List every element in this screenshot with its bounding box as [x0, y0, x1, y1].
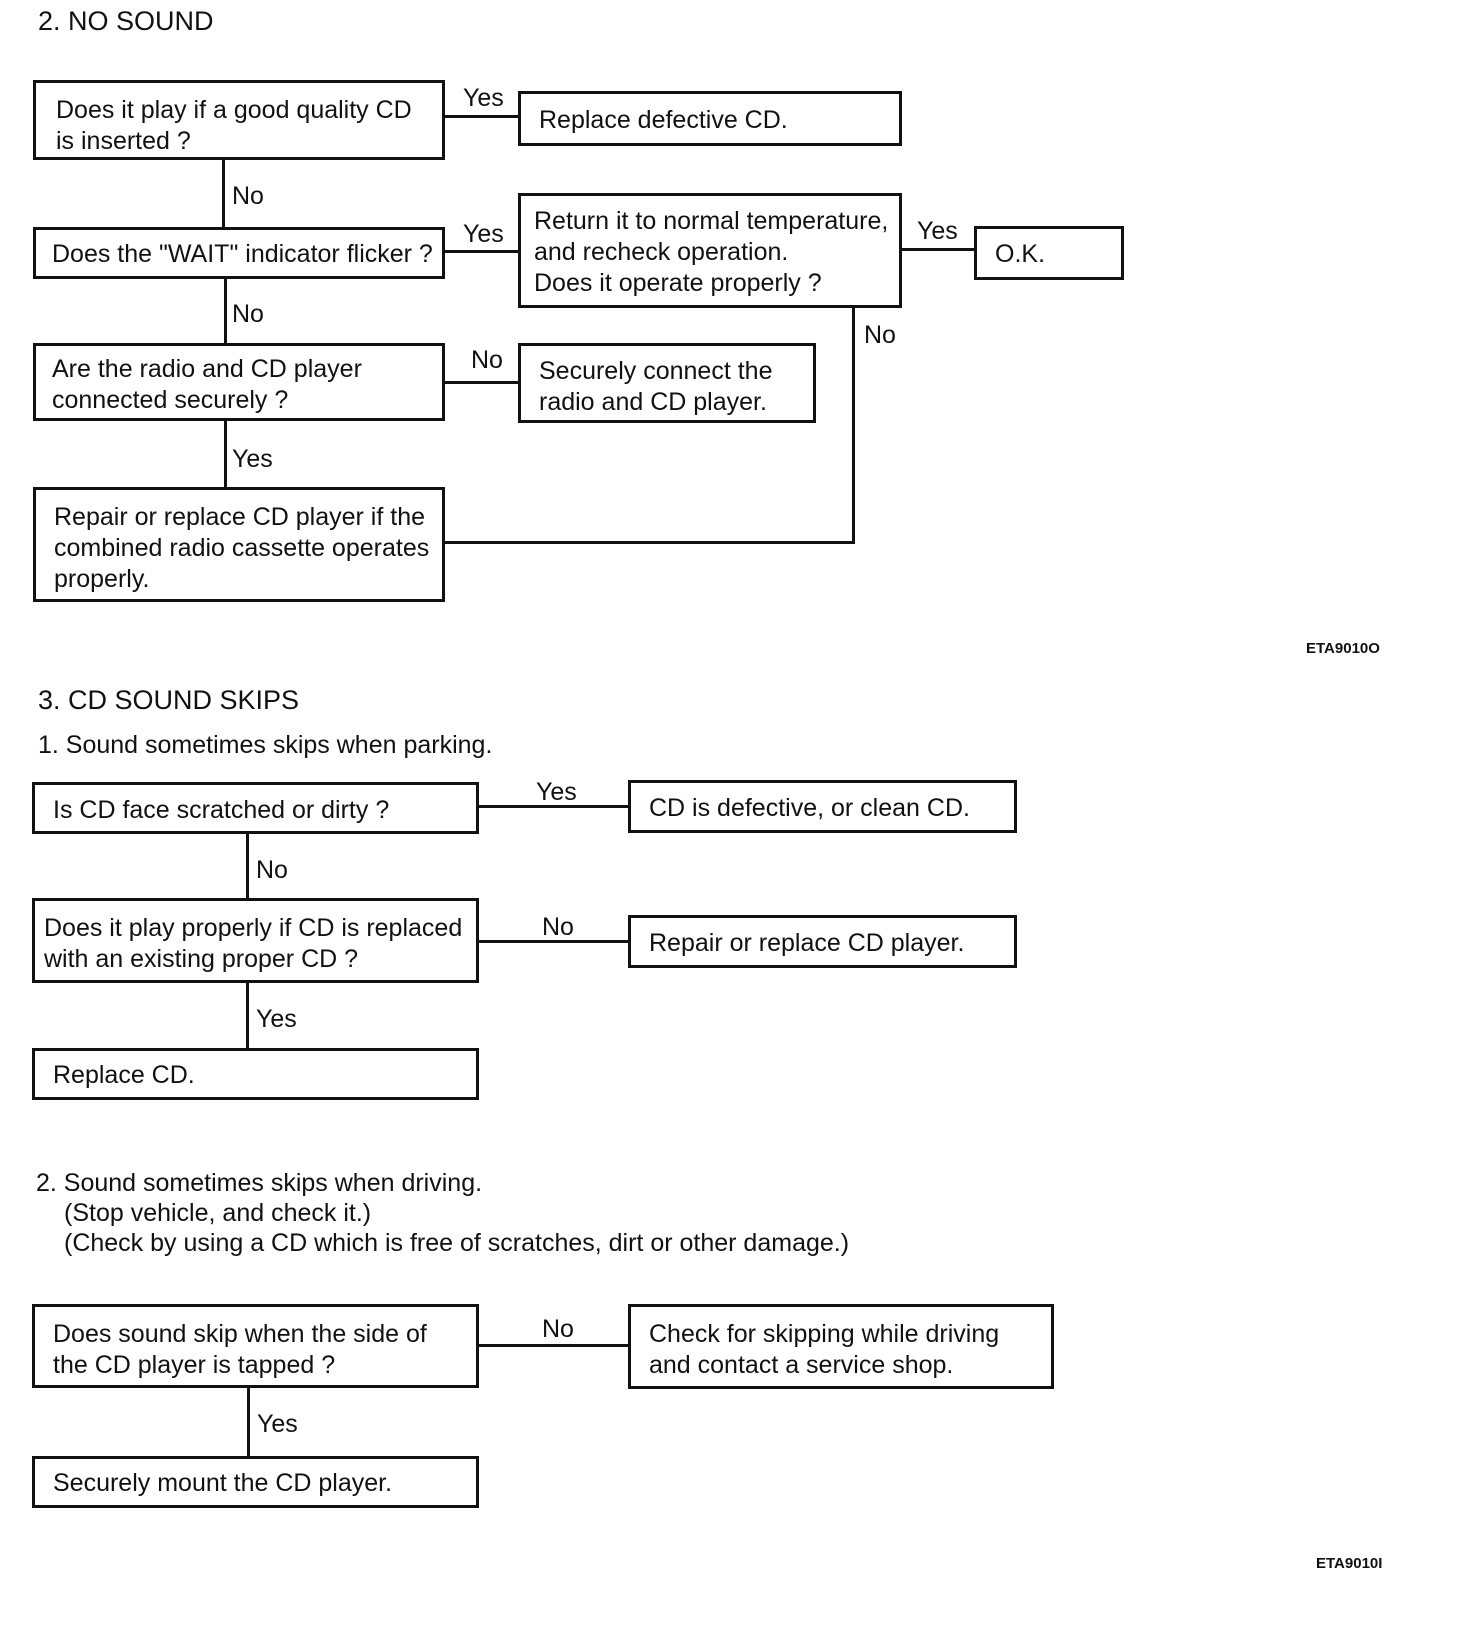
box-text: Is CD face scratched or dirty ?	[53, 796, 390, 824]
connector-line	[224, 277, 227, 345]
connector-line	[443, 115, 520, 118]
branch-label-no: No	[256, 856, 288, 884]
box-wait-indicator: Does the "WAIT" indicator flicker ?	[33, 227, 445, 279]
connector-line	[852, 306, 855, 544]
subsection-title-parking: 1. Sound sometimes skips when parking.	[38, 731, 493, 759]
box-text: Securely mount the CD player.	[53, 1469, 393, 1497]
connector-line	[443, 381, 520, 384]
box-repair-or-replace-player: Repair or replace CD player if the combi…	[33, 487, 445, 602]
box-text: Does it play if a good quality CD is ins…	[56, 96, 412, 155]
box-cd-defective: CD is defective, or clean CD.	[628, 780, 1017, 833]
box-text: Replace CD.	[53, 1061, 195, 1089]
box-ok: O.K.	[974, 226, 1124, 280]
box-check-skipping-driving: Check for skipping while driving and con…	[628, 1304, 1054, 1389]
branch-label-no: No	[471, 346, 503, 374]
box-replace-cd: Replace CD.	[32, 1048, 479, 1100]
section-heading-cd-sound-skips: 3. CD SOUND SKIPS	[38, 685, 300, 715]
branch-label-yes: Yes	[232, 445, 273, 473]
connector-line	[900, 248, 976, 251]
branch-label-yes: Yes	[257, 1410, 298, 1438]
branch-label-yes: Yes	[536, 778, 577, 806]
box-return-normal-temp: Return it to normal temperature, and rec…	[518, 193, 902, 308]
box-replace-defective-cd: Replace defective CD.	[518, 91, 902, 146]
box-text: Return it to normal temperature, and rec…	[534, 207, 889, 297]
box-text: CD is defective, or clean CD.	[649, 794, 970, 822]
connector-line	[222, 158, 225, 230]
box-radio-cd-connected: Are the radio and CD player connected se…	[33, 343, 445, 421]
connector-line	[477, 940, 630, 943]
box-cd-face-scratched: Is CD face scratched or dirty ?	[32, 782, 479, 834]
branch-label-yes: Yes	[917, 217, 958, 245]
connector-line	[477, 805, 630, 808]
connector-line	[224, 419, 227, 489]
box-text: Does sound skip when the side of the CD …	[53, 1320, 427, 1379]
subsection-note: (Stop vehicle, and check it.)	[64, 1199, 372, 1227]
box-good-quality-cd: Does it play if a good quality CD is ins…	[33, 80, 445, 160]
box-repair-replace-cd-player: Repair or replace CD player.	[628, 915, 1017, 968]
branch-label-no: No	[542, 1315, 574, 1343]
figure-code: ETA9010O	[1306, 640, 1380, 657]
subsection-note: (Check by using a CD which is free of sc…	[64, 1229, 850, 1257]
connector-line	[246, 832, 249, 900]
box-text: Repair or replace CD player.	[649, 929, 965, 957]
connector-line	[443, 541, 855, 544]
figure-code: ETA9010I	[1316, 1555, 1383, 1572]
box-text: Repair or replace CD player if the combi…	[54, 503, 430, 593]
branch-label-no: No	[864, 321, 896, 349]
branch-label-yes: Yes	[463, 84, 504, 112]
box-sound-skip-tapped: Does sound skip when the side of the CD …	[32, 1304, 479, 1388]
connector-line	[246, 981, 249, 1050]
section-heading-no-sound: 2. NO SOUND	[38, 6, 214, 36]
box-text: Are the radio and CD player connected se…	[52, 355, 362, 414]
connector-line	[247, 1386, 250, 1458]
box-text: Check for skipping while driving and con…	[649, 1320, 1000, 1379]
connector-line	[443, 250, 520, 253]
branch-label-no: No	[232, 182, 264, 210]
box-text: Securely connect the radio and CD player…	[539, 357, 773, 416]
box-text: Does it play properly if CD is replaced …	[44, 914, 463, 973]
box-text: Does the "WAIT" indicator flicker ?	[52, 240, 433, 268]
branch-label-no: No	[232, 300, 264, 328]
branch-label-yes: Yes	[256, 1005, 297, 1033]
branch-label-no: No	[542, 913, 574, 941]
box-securely-mount: Securely mount the CD player.	[32, 1456, 479, 1508]
connector-line	[477, 1344, 630, 1347]
box-play-properly-replaced: Does it play properly if CD is replaced …	[32, 898, 479, 983]
box-securely-connect: Securely connect the radio and CD player…	[518, 343, 816, 423]
subsection-title-driving: 2. Sound sometimes skips when driving.	[36, 1169, 483, 1197]
branch-label-yes: Yes	[463, 220, 504, 248]
box-text: Replace defective CD.	[539, 106, 788, 134]
box-text: O.K.	[995, 240, 1046, 268]
